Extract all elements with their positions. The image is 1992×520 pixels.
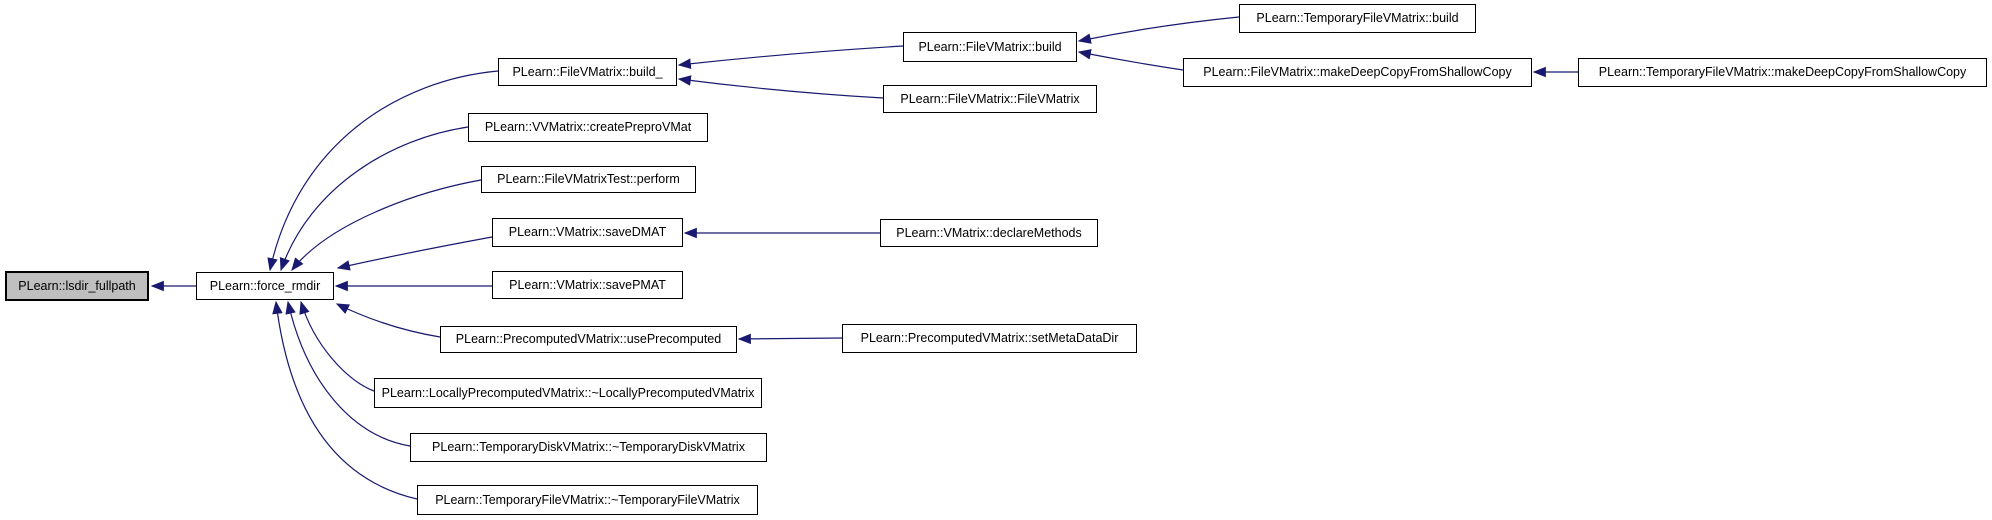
node-lsdir-fullpath: PLearn::lsdir_fullpath bbox=[5, 271, 149, 301]
node-vmatrix-save-dmat[interactable]: PLearn::VMatrix::saveDMAT bbox=[492, 218, 683, 247]
node-label: PLearn::PrecomputedVMatrix::usePrecomput… bbox=[455, 332, 722, 347]
node-label: PLearn::VMatrix::savePMAT bbox=[509, 277, 666, 292]
node-label: PLearn::force_rmdir bbox=[209, 278, 321, 293]
node-label: PLearn::LocallyPrecomputedVMatrix::~Loca… bbox=[381, 385, 755, 400]
edge-filevmatrix_build-to-filevmatrix_build_ bbox=[677, 45, 904, 69]
node-label: PLearn::TemporaryDiskVMatrix::~Temporary… bbox=[432, 440, 745, 455]
node-label: PLearn::FileVMatrixTest::perform bbox=[497, 172, 680, 187]
node-label: PLearn::TemporaryFileVMatrix::build bbox=[1256, 11, 1459, 26]
edge-dtor_locally_precomputed-to-force_rmdir bbox=[299, 300, 375, 392]
edge-dtor_temporary_disk-to-force_rmdir bbox=[285, 300, 411, 447]
node-filevmatrix-constructor[interactable]: PLearn::FileVMatrix::FileVMatrix bbox=[883, 85, 1097, 113]
node-filevmatrix-build[interactable]: PLearn::FileVMatrix::build bbox=[903, 32, 1077, 62]
node-label: PLearn::VMatrix::declareMethods bbox=[896, 225, 1082, 240]
edge-use_precomputed-to-force_rmdir bbox=[335, 303, 441, 338]
edge-create_prepro_vmat-to-force_rmdir bbox=[279, 126, 469, 272]
node-filevmatrix-build-underscore[interactable]: PLearn::FileVMatrix::build_ bbox=[498, 58, 677, 86]
node-filevmatrix-make-deep-copy[interactable]: PLearn::FileVMatrix::makeDeepCopyFromSha… bbox=[1183, 58, 1532, 87]
node-label: PLearn::FileVMatrix::makeDeepCopyFromSha… bbox=[1203, 65, 1512, 80]
node-temporaryfilevmatrix-destructor[interactable]: PLearn::TemporaryFileVMatrix::~Temporary… bbox=[417, 485, 758, 515]
node-label: PLearn::FileVMatrix::FileVMatrix bbox=[900, 91, 1080, 106]
node-vmatrix-save-pmat[interactable]: PLearn::VMatrix::savePMAT bbox=[492, 271, 683, 299]
node-filevmatrixtest-perform[interactable]: PLearn::FileVMatrixTest::perform bbox=[481, 166, 696, 193]
edge-filevmatrix_ctor-to-filevmatrix_build_ bbox=[677, 75, 884, 99]
node-label: PLearn::FileVMatrix::build bbox=[918, 39, 1062, 54]
node-force-rmdir[interactable]: PLearn::force_rmdir bbox=[196, 272, 334, 300]
node-locallyprecomputedvmatrix-destructor[interactable]: PLearn::LocallyPrecomputedVMatrix::~Loca… bbox=[374, 378, 762, 408]
node-label: PLearn::VMatrix::saveDMAT bbox=[508, 225, 667, 240]
edge-filevmatrix_build_-to-force_rmdir bbox=[267, 70, 499, 272]
edge-filevmatrixtest_perform-to-force_rmdir bbox=[291, 179, 482, 272]
edge-dtor_temporary_file-to-force_rmdir bbox=[272, 300, 418, 500]
node-label: PLearn::TemporaryFileVMatrix::~Temporary… bbox=[435, 492, 740, 507]
node-temporarydiskvmatrix-destructor[interactable]: PLearn::TemporaryDiskVMatrix::~Temporary… bbox=[410, 433, 767, 462]
edge-save_dmat-to-force_rmdir bbox=[336, 236, 493, 271]
node-label: PLearn::FileVMatrix::build_ bbox=[512, 64, 663, 79]
node-temporaryfilevmatrix-make-deep-copy[interactable]: PLearn::TemporaryFileVMatrix::makeDeepCo… bbox=[1578, 58, 1987, 87]
node-label: PLearn::TemporaryFileVMatrix::makeDeepCo… bbox=[1598, 65, 1967, 80]
node-vvmatrix-create-prepro-vmat[interactable]: PLearn::VVMatrix::createPreproVMat bbox=[468, 113, 708, 142]
edge-tmpfile_build-to-filevmatrix_build bbox=[1077, 16, 1240, 44]
node-precomputedvmatrix-use-precomputed[interactable]: PLearn::PrecomputedVMatrix::usePrecomput… bbox=[440, 326, 737, 353]
node-label: PLearn::PrecomputedVMatrix::setMetaDataD… bbox=[860, 331, 1119, 346]
node-precomputedvmatrix-set-meta-data-dir[interactable]: PLearn::PrecomputedVMatrix::setMetaDataD… bbox=[842, 324, 1137, 353]
edge-set_meta_data_dir-to-use_precomputed bbox=[737, 333, 843, 345]
node-vmatrix-declare-methods[interactable]: PLearn::VMatrix::declareMethods bbox=[880, 219, 1098, 247]
node-temporaryfilevmatrix-build[interactable]: PLearn::TemporaryFileVMatrix::build bbox=[1239, 4, 1476, 33]
edge-fvm_make_deep_copy-to-filevmatrix_build bbox=[1077, 49, 1184, 71]
node-label: PLearn::lsdir_fullpath bbox=[18, 278, 136, 293]
node-label: PLearn::VVMatrix::createPreproVMat bbox=[484, 120, 692, 135]
